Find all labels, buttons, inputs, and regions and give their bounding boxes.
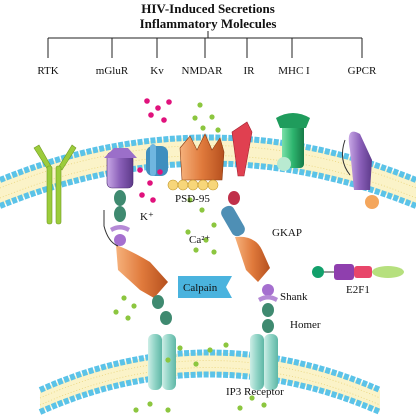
ca-ions [113,102,267,413]
psd95-label: PSD-95 [175,193,210,205]
k-ion-label: K⁺ [140,211,154,223]
ip3-receptor-left [148,334,176,390]
diagram-labels: K⁺ PSD-95 Ca²⁺ Calpain GKAP Shank Homer … [140,193,370,398]
receptor-label: GPCR [348,65,377,77]
mhc-receptor [276,113,310,171]
bottom-membrane [0,349,416,417]
title-line-2: Inflammatory Molecules [140,16,277,31]
gpcr-receptor [341,131,379,209]
ip3-receptor-label: IP3 Receptor [226,386,284,398]
kv-channel [146,144,168,176]
receptor-label: RTK [37,65,58,77]
receptor-label: mGluR [96,65,129,77]
receptor-label: NMDAR [182,65,224,77]
rtk-receptor [33,144,77,225]
ca-ion-label: Ca²⁺ [189,234,211,246]
receptor-tree-lines [47,31,363,58]
homer-label: Homer [290,319,321,331]
calpain-marker [178,276,232,298]
left-chain [103,210,172,325]
title-line-1: HIV-Induced Secretions [141,1,275,16]
right-chain [221,205,278,333]
receptor-label: IR [244,65,256,77]
e2f1-complex [312,264,404,280]
e2f1-label: E2F1 [346,284,370,296]
receptor-label: MHC I [278,65,310,77]
ir-receptor [228,121,253,205]
psd95-beads [167,179,219,191]
k-ions [137,98,172,203]
receptor-labels: RTK mGluR Kv NMDAR IR MHC I GPCR [37,65,377,77]
mglur-receptor [104,148,137,246]
receptor-label: Kv [150,65,164,77]
ip3-receptor-right [250,334,278,390]
calpain-label: Calpain [183,282,218,294]
shank-label: Shank [280,291,308,303]
gkap-label: GKAP [272,227,302,239]
